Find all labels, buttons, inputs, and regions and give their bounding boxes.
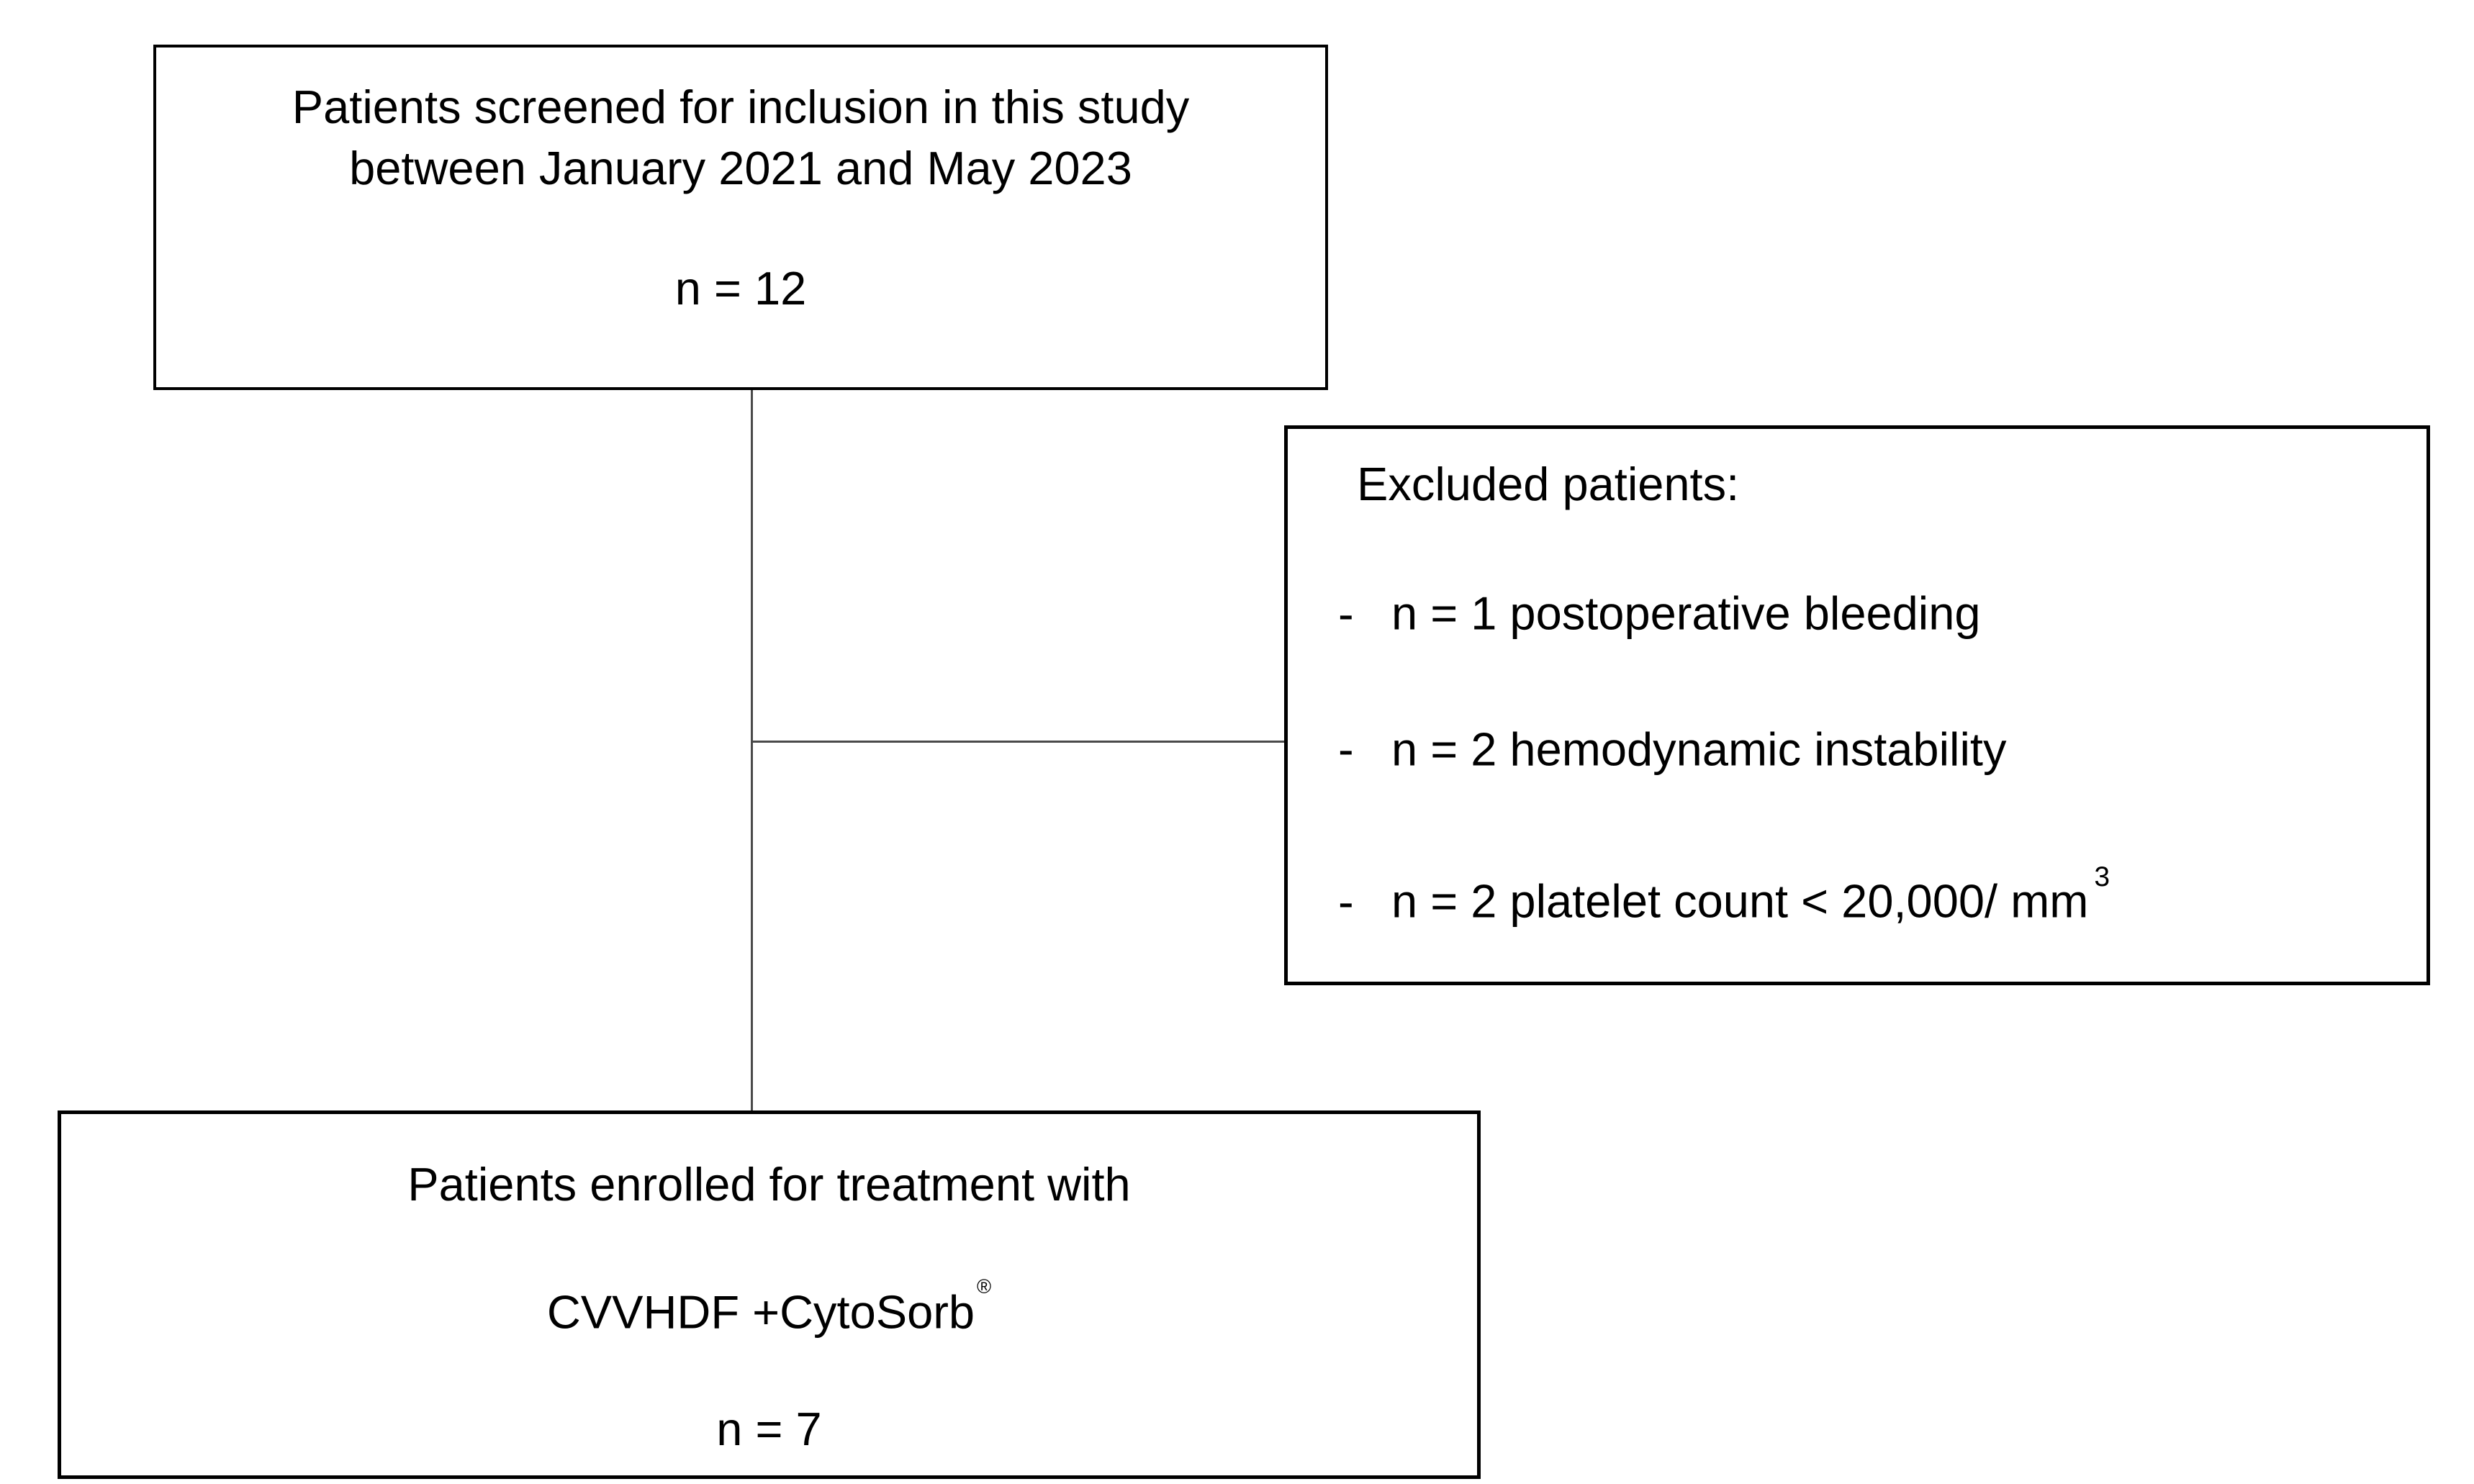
excluded-item-text: n = 1 postoperative bleeding <box>1391 587 1981 640</box>
superscript-3: 3 <box>2094 861 2110 892</box>
enrolled-patients-box: Patients enrolled for treatment with CVV… <box>58 1110 1481 1479</box>
dash-bullet: - <box>1338 587 1354 640</box>
connector-vertical-line <box>751 390 753 1110</box>
excluded-item-text: n = 2 hemodynamic instability <box>1391 723 2007 776</box>
screened-box-line2: between January 2021 and May 2023 <box>349 142 1132 194</box>
enrolled-box-line1: Patients enrolled for treatment with <box>407 1158 1131 1211</box>
dash-bullet: - <box>1338 723 1354 776</box>
dash-bullet: - <box>1338 874 1354 928</box>
excluded-box-title: Excluded patients: <box>1357 458 1740 510</box>
excluded-item: - n = 1 postoperative bleeding <box>1338 574 2405 644</box>
connector-horizontal-line <box>751 741 1284 743</box>
enrolled-box-line2: CVVHDF +CytoSorb® <box>546 1275 992 1339</box>
screened-box-line1: Patients screened for inclusion in this … <box>292 81 1190 133</box>
excluded-patients-box: Excluded patients: - n = 1 postoperative… <box>1284 425 2430 985</box>
screened-count: n = 12 <box>674 262 807 315</box>
registered-trademark-symbol: ® <box>977 1275 992 1298</box>
excluded-item: - n = 2 hemodynamic instability <box>1338 710 2405 780</box>
enrolled-count: n = 7 <box>716 1402 822 1455</box>
screened-patients-box: Patients screened for inclusion in this … <box>153 45 1328 390</box>
